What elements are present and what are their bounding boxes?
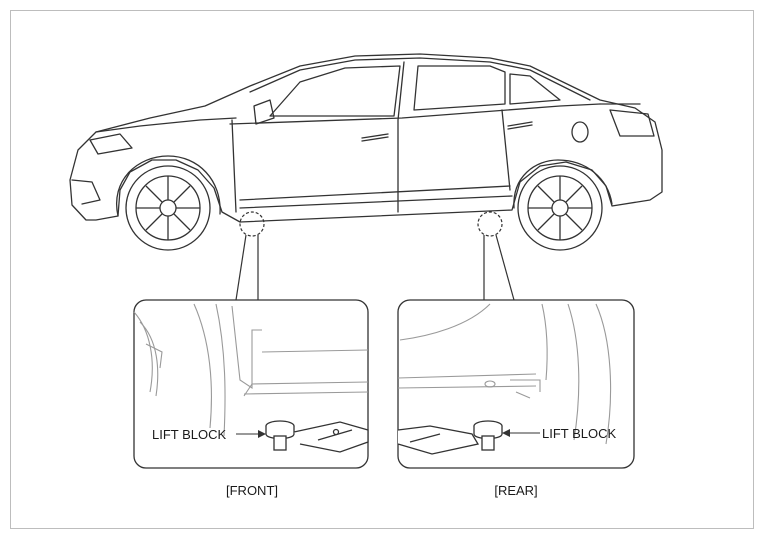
rear-lift-point-marker [477,211,503,237]
rear-detail-box [397,299,635,469]
rear-wheel [517,165,603,251]
rear-lift-block-label: LIFT BLOCK [542,426,617,441]
front-wheel [125,165,211,251]
figure-frame [10,10,754,529]
detail-leader-lines [235,234,515,301]
front-lift-block-label: LIFT BLOCK [152,427,227,442]
rear-caption: [REAR] [494,483,538,498]
car-side-view [69,53,663,223]
front-lift-point-marker [239,211,265,237]
front-detail-box [133,299,369,469]
front-caption: [FRONT] [226,483,278,498]
